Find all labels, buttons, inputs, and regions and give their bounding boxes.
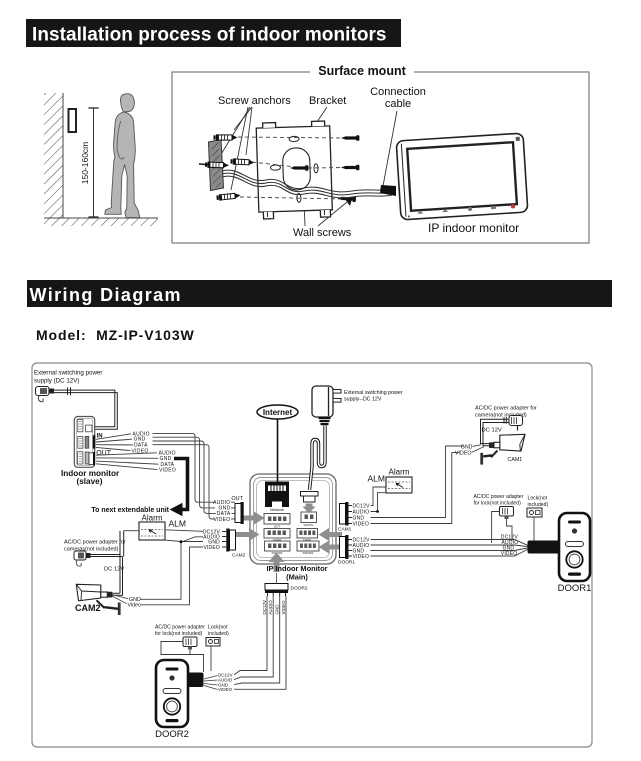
svg-text:DOOR1: DOOR1 [303,551,314,555]
svg-text:Installation process of indoor: Installation process of indoor monitors [32,25,387,46]
svg-text:DOOR2: DOOR2 [291,586,308,592]
svg-text:AUDIO: AUDIO [268,600,273,615]
svg-text:OUT: OUT [231,496,243,502]
svg-text:DC15V: DC15V [304,523,314,527]
svg-text:CAM1: CAM1 [338,527,352,533]
svg-text:GND: GND [129,597,141,603]
svg-text:VIDEO: VIDEO [159,467,176,473]
svg-text:AC/DC power adapter: AC/DC power adapter [474,494,524,500]
svg-text:AUDIO: AUDIO [213,500,230,506]
svg-text:150-160cm: 150-160cm [80,142,90,185]
svg-text:VIDEO: VIDEO [213,517,230,523]
svg-text:AUDIO: AUDIO [502,540,519,546]
svg-text:AUDIO: AUDIO [203,535,220,541]
svg-text:VIDEO: VIDEO [281,600,286,615]
svg-text:cable: cable [385,98,411,110]
svg-text:Wall screws: Wall screws [293,227,352,239]
svg-text:DOOR2: DOOR2 [272,551,283,555]
svg-text:Surface mount: Surface mount [318,64,406,78]
svg-text:VIDEO: VIDEO [353,522,370,528]
svg-text:CAM2: CAM2 [273,538,282,542]
svg-text:VIDEO: VIDEO [455,450,471,456]
svg-text:Lock(not: Lock(not [208,625,228,631]
svg-text:supply--DC 12V: supply--DC 12V [344,397,382,403]
svg-text:for lock(not included): for lock(not included) [474,501,522,507]
svg-text:(Main): (Main) [286,573,308,582]
svg-text:Bracket: Bracket [309,95,346,107]
svg-text:DATA: DATA [134,443,148,449]
svg-text:GND: GND [160,456,172,462]
svg-text:cameras(not included): cameras(not included) [64,547,119,553]
svg-text:Video: Video [128,602,142,608]
svg-text:Screw anchors: Screw anchors [218,95,291,107]
svg-text:AUDIO: AUDIO [353,543,370,549]
svg-text:Indoor monitor: Indoor monitor [61,469,120,478]
svg-text:DC 12V: DC 12V [104,567,124,573]
svg-text:(slave): (slave) [77,477,103,486]
svg-text:DC12V: DC12V [501,535,519,541]
svg-text:GND: GND [461,444,473,450]
svg-text:OUT: OUT [96,450,112,457]
svg-text:GND: GND [208,540,220,546]
svg-text:VIDEO: VIDEO [501,551,518,557]
svg-text:Lock(not: Lock(not [528,496,548,502]
svg-text:GND: GND [134,437,146,443]
svg-text:AUDIO: AUDIO [159,451,176,457]
svg-text:DC12V: DC12V [353,538,371,544]
svg-text:To next extendable unit: To next extendable unit [91,507,169,514]
svg-text:VIDEO: VIDEO [218,687,233,692]
svg-text:External switching power: External switching power [34,370,102,377]
svg-text:CAM2: CAM2 [75,603,101,613]
svg-text:GND: GND [275,604,280,615]
svg-text:GND: GND [218,682,229,687]
svg-text:for lock(not included): for lock(not included) [155,631,203,637]
svg-text:DC12V: DC12V [353,504,371,510]
svg-text:Network: Network [270,508,284,512]
svg-text:Internet: Internet [263,408,293,417]
svg-text:DC 12V: DC 12V [482,428,502,434]
svg-text:OUT: OUT [274,525,281,529]
svg-text:DOOR2: DOOR2 [155,729,189,740]
svg-text:DC12V: DC12V [218,672,233,677]
svg-text:GND: GND [218,506,230,512]
svg-text:DC12V: DC12V [203,530,221,536]
svg-text:GND: GND [353,549,365,555]
svg-text:External switching power: External switching power [344,390,403,396]
svg-text:ALM: ALM [368,474,385,484]
svg-text:CAM1: CAM1 [303,538,312,542]
svg-text:VIDEO: VIDEO [132,449,149,455]
svg-text:supply (DC 12V): supply (DC 12V) [34,378,79,385]
svg-text:GND: GND [353,516,365,522]
svg-text:AUDIO: AUDIO [218,677,233,682]
svg-text:ALM: ALM [169,519,186,529]
svg-text:AUDIO: AUDIO [353,510,370,516]
svg-text:AC/DC power adapter for: AC/DC power adapter for [475,406,537,412]
svg-text:Alarm: Alarm [142,514,163,523]
svg-text:IP Indoor Monitor: IP Indoor Monitor [266,564,327,573]
svg-text:included): included) [208,631,229,637]
svg-text:AC/DC power adapter: AC/DC power adapter [155,625,205,631]
svg-text:GND: GND [503,546,515,552]
svg-text:CAM1: CAM1 [508,457,523,463]
svg-text:CAM2: CAM2 [232,553,246,559]
svg-text:camera(not included): camera(not included) [475,413,527,419]
svg-text:DOOR1: DOOR1 [558,583,592,594]
svg-text:AC/DC power adapter for: AC/DC power adapter for [64,540,126,546]
svg-text:VIDEO: VIDEO [353,554,370,560]
svg-text:Wiring Diagram: Wiring Diagram [30,285,182,305]
svg-text:Connection: Connection [370,86,426,98]
svg-text:included): included) [528,502,549,508]
svg-text:IP indoor monitor: IP indoor monitor [428,221,519,235]
svg-text:AUDIO: AUDIO [133,431,150,437]
svg-text:Model: MZ-IP-V103W: Model: MZ-IP-V103W [36,327,195,343]
svg-text:IN: IN [97,434,103,440]
svg-text:DATA: DATA [161,462,175,468]
svg-text:Alarm: Alarm [389,468,410,477]
svg-text:DATA: DATA [217,511,231,517]
svg-text:DC12V: DC12V [262,600,267,615]
svg-text:VIDEO: VIDEO [203,545,220,551]
svg-text:DOOR1: DOOR1 [338,560,355,566]
